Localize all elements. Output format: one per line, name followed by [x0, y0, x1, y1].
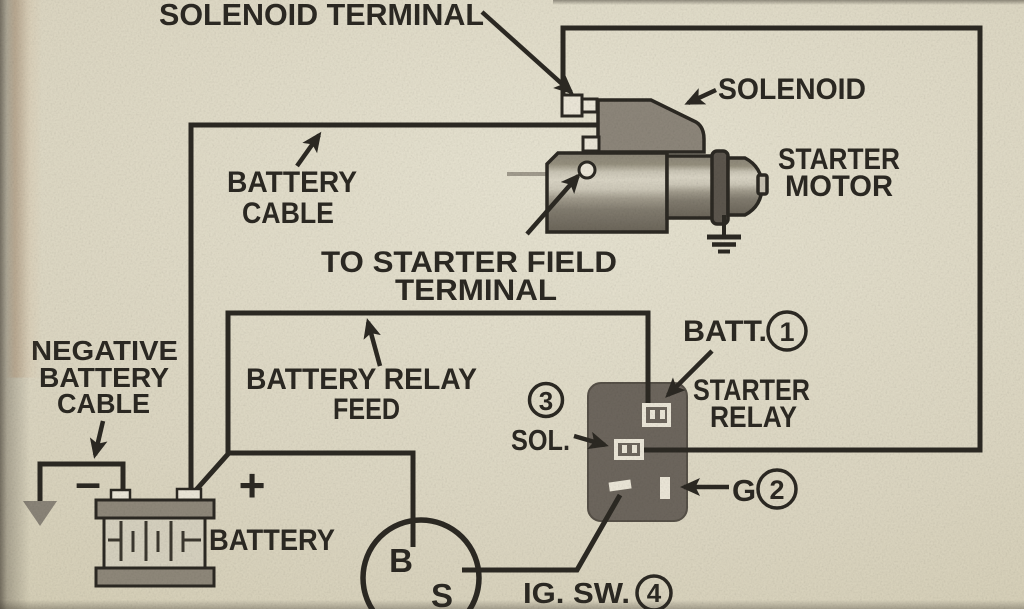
solenoid-body	[596, 98, 706, 154]
battery-top-cap	[94, 498, 216, 520]
solenoid-terminal-tab	[560, 93, 599, 118]
label-solenoid: SOLENOID	[718, 73, 866, 106]
arrow-battery-relay-feed	[363, 318, 383, 367]
callout-number-3: 3	[539, 386, 553, 416]
callout-number-4: 4	[647, 578, 662, 608]
battery-symbol	[94, 487, 216, 588]
label-plus-sign: +	[239, 459, 266, 511]
label-ignition-switch: IG. SW.	[523, 578, 630, 609]
ignition-switch	[360, 517, 482, 609]
label-starter-relay-line2: RELAY	[710, 401, 797, 434]
label-battery: BATTERY	[209, 524, 335, 557]
arrow-negative-battery-cable	[89, 420, 108, 459]
arrow-solenoid-terminal	[480, 10, 574, 95]
label-sol-terminal: SOL.	[511, 425, 570, 457]
label-battery-cable-line2: CABLE	[242, 197, 334, 230]
label-terminal-s: S	[431, 577, 453, 609]
label-batt-terminal: BATT.	[683, 315, 767, 348]
label-ground-terminal: G	[732, 473, 756, 508]
label-starter-field-line2: TERMINAL	[395, 274, 557, 307]
solenoid-lower-tab	[581, 135, 601, 153]
negative-ground-arrow	[23, 501, 57, 526]
arrow-solenoid	[684, 87, 717, 106]
starter-motor-flange	[710, 149, 730, 226]
callout-number-2: 2	[769, 475, 784, 505]
label-negative-cable-line3: CABLE	[57, 388, 150, 419]
callout-number-1: 1	[779, 317, 794, 347]
label-battery-relay-feed-line2: FEED	[333, 393, 400, 426]
starter-field-terminal	[577, 160, 597, 180]
battery-bottom-cap	[94, 566, 216, 588]
label-solenoid-terminal: SOLENOID TERMINAL	[159, 0, 484, 32]
label-terminal-b: B	[389, 542, 413, 579]
starter-motor-housing	[665, 154, 715, 220]
label-battery-relay-feed-line1: BATTERY RELAY	[246, 363, 477, 396]
label-battery-cable-line1: BATTERY	[227, 166, 357, 199]
label-starter-motor-line2: MOTOR	[785, 170, 893, 203]
relay-ground-terminal	[660, 477, 670, 499]
label-minus-sign: –	[75, 456, 101, 508]
battery-body	[102, 516, 207, 570]
starter-motor-nose	[756, 173, 769, 196]
arrow-battery-cable	[295, 131, 322, 168]
